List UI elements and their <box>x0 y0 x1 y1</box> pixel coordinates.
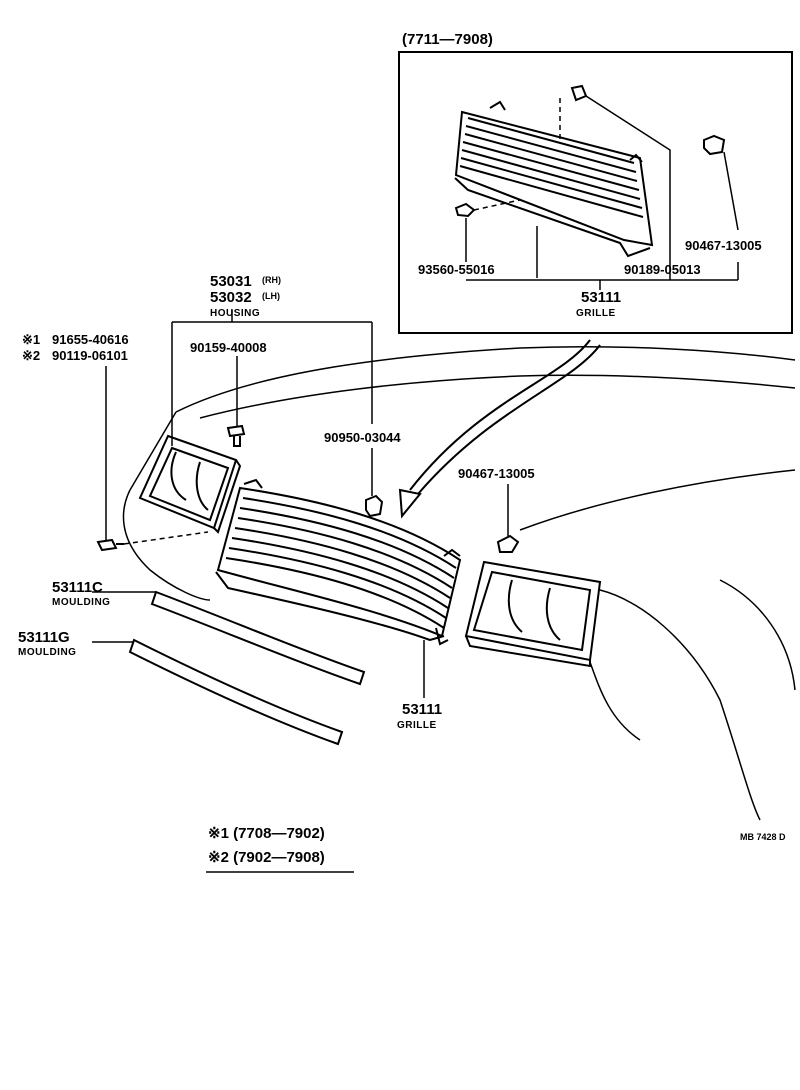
moulding-upper-drawing <box>150 590 366 686</box>
housing-name: HOUSING <box>210 308 260 319</box>
inset-date-range: (7711—7908) <box>402 31 493 48</box>
clip-icon <box>496 534 520 553</box>
inset-clip-top-icon <box>570 84 588 102</box>
inset-pointer-arrow <box>398 339 601 519</box>
right-housing-drawing <box>464 560 602 668</box>
housing-lh-suffix: (LH) <box>262 291 280 301</box>
nut-part-number: 90950-03044 <box>324 430 401 445</box>
inset-leader-lines <box>465 95 739 290</box>
inset-panel <box>398 51 793 334</box>
inset-nut-icon <box>454 202 476 218</box>
screw-2-part-number: 90119-06101 <box>52 348 128 363</box>
screw-2-mark: ※2 <box>22 348 40 363</box>
screw-icon <box>96 538 124 552</box>
nut-icon <box>365 494 384 518</box>
inset-grille-number: 53111 <box>581 289 621 306</box>
screw-1-part-number: 91655-40616 <box>52 332 129 347</box>
grille-number: 53111 <box>402 701 442 718</box>
inset-grille-name: GRILLE <box>576 308 616 319</box>
inset-grille-drawing <box>454 100 654 258</box>
moulding-lower-number: 53111G <box>18 629 70 646</box>
housing-lh-number: 53032 <box>210 289 252 306</box>
bolt-part-number: 90159-40008 <box>190 340 267 355</box>
moulding-lower-drawing <box>128 638 344 746</box>
clip-part-number: 90467-13005 <box>458 466 535 481</box>
housing-rh-suffix: (RH) <box>262 275 281 285</box>
left-housing-drawing <box>138 434 242 534</box>
legend-line-2: ※2 (7902—7908) <box>208 849 325 866</box>
moulding-upper-name: MOULDING <box>52 597 110 608</box>
inset-clip-right-icon <box>703 134 726 156</box>
inset-nut-part-number: 93560-55016 <box>418 262 495 277</box>
moulding-lower-name: MOULDING <box>18 647 76 658</box>
drawing-code: MB 7428 D <box>740 832 786 842</box>
grille-name: GRILLE <box>397 720 437 731</box>
legend-line-1: ※1 (7708—7902) <box>208 825 325 842</box>
screw-1-mark: ※1 <box>22 332 40 347</box>
moulding-upper-number: 53111C <box>52 579 103 596</box>
inset-clip-part-number: 90189-05013 <box>624 262 701 277</box>
main-grille-drawing <box>215 478 462 646</box>
main-leader-lines <box>92 310 509 873</box>
bolt-icon <box>226 424 246 447</box>
car-body-outline <box>122 346 796 821</box>
inset-clip-right-part-number: 90467-13005 <box>685 238 762 253</box>
housing-rh-number: 53031 <box>210 273 252 290</box>
